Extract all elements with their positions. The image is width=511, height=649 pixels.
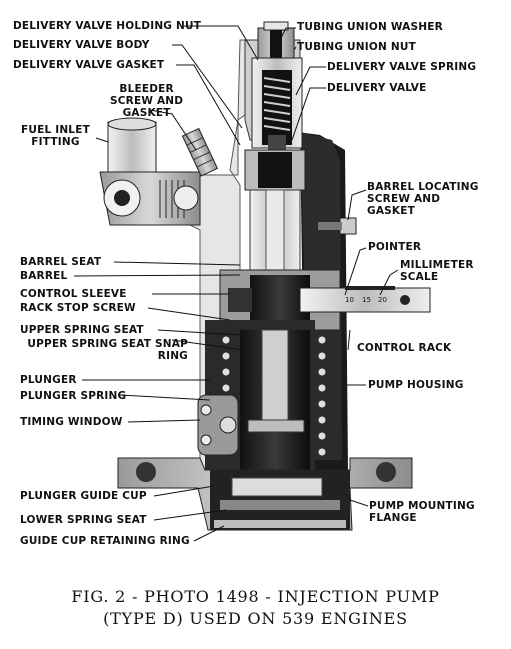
label-tubing-union-nut: TUBING UNION NUT xyxy=(297,41,416,53)
label-plunger-guide-cup: PLUNGER GUIDE CUP xyxy=(20,490,147,502)
label-delivery-valve-holding-nut: DELIVERY VALVE HOLDING NUT xyxy=(13,20,202,32)
mounting-flange xyxy=(117,457,413,531)
label-line: MILLIMETER xyxy=(400,259,474,271)
label-line: SCREW AND xyxy=(367,193,441,205)
label-line: PUMP MOUNTING xyxy=(369,500,475,512)
label-line: SCREW AND xyxy=(110,95,184,107)
label-control-sleeve: CONTROL SLEEVE xyxy=(20,288,127,300)
label-plunger-spring: PLUNGER SPRING xyxy=(20,390,127,402)
caption-line-1: FIG. 2 - PHOTO 1498 - INJECTION PUMP xyxy=(71,587,440,606)
label-line: UPPER SPRING SEAT SNAP xyxy=(27,338,188,350)
label-bleeder-screw: BLEEDER SCREW AND GASKET xyxy=(110,83,183,119)
tubing-union-nut-shape xyxy=(257,21,295,59)
label-rack-stop-screw: RACK STOP SCREW xyxy=(20,302,136,314)
label-barrel-seat: BARREL SEAT xyxy=(20,256,102,268)
label-timing-window: TIMING WINDOW xyxy=(20,416,123,428)
label-line: FUEL INLET xyxy=(21,124,90,136)
label-lower-spring-seat: LOWER SPRING SEAT xyxy=(20,514,147,526)
leader-lines xyxy=(73,25,399,542)
label-fuel-inlet-fitting: FUEL INLET FITTING xyxy=(21,124,90,148)
delivery-valve-column xyxy=(251,57,303,155)
label-delivery-valve-body: DELIVERY VALVE BODY xyxy=(13,39,150,51)
label-line: BARREL LOCATING xyxy=(367,181,479,193)
label-line: BLEEDER xyxy=(119,83,174,95)
label-guide-cup-retaining-ring: GUIDE CUP RETAINING RING xyxy=(20,535,190,547)
label-pointer: POINTER xyxy=(368,241,422,253)
label-barrel-locating-screw: BARREL LOCATING SCREW AND GASKET xyxy=(367,181,479,217)
label-tubing-union-washer: TUBING UNION WASHER xyxy=(297,21,443,33)
label-barrel: BARREL xyxy=(20,270,68,282)
label-line: FITTING xyxy=(31,136,80,148)
label-plunger: PLUNGER xyxy=(20,374,77,386)
label-millimeter-scale: MILLIMETER SCALE xyxy=(400,259,474,283)
label-line: GASKET xyxy=(122,107,171,119)
label-line: GASKET xyxy=(367,205,415,217)
label-line: RING xyxy=(157,350,188,362)
scale-mark: 20 xyxy=(378,296,387,304)
label-delivery-valve-spring: DELIVERY VALVE SPRING xyxy=(327,61,477,73)
caption-line-2: (TYPE D) USED ON 539 ENGINES xyxy=(103,609,408,628)
label-line: SCALE xyxy=(400,271,439,283)
millimeter-scale: 10 15 20 xyxy=(345,296,387,304)
bleeder-screw-shape xyxy=(181,127,219,177)
label-pump-mounting-flange: PUMP MOUNTING FLANGE xyxy=(369,500,475,524)
label-upper-spring-seat-snap-ring: UPPER SPRING SEAT SNAP RING xyxy=(20,338,188,362)
label-delivery-valve-gasket: DELIVERY VALVE GASKET xyxy=(13,59,165,71)
label-control-rack: CONTROL RACK xyxy=(357,342,452,354)
label-delivery-valve: DELIVERY VALVE xyxy=(327,82,427,94)
lower-spring-section xyxy=(197,320,326,470)
label-upper-spring-seat: UPPER SPRING SEAT xyxy=(20,324,144,336)
figure-caption: FIG. 2 - PHOTO 1498 - INJECTION PUMP (TY… xyxy=(0,586,511,630)
barrel-assembly xyxy=(244,149,306,271)
label-line: FLANGE xyxy=(369,512,417,524)
label-pump-housing: PUMP HOUSING xyxy=(368,379,464,391)
scale-mark: 10 xyxy=(345,296,354,304)
scale-mark: 15 xyxy=(362,296,371,304)
fuel-inlet-fitting-shape xyxy=(99,117,201,226)
